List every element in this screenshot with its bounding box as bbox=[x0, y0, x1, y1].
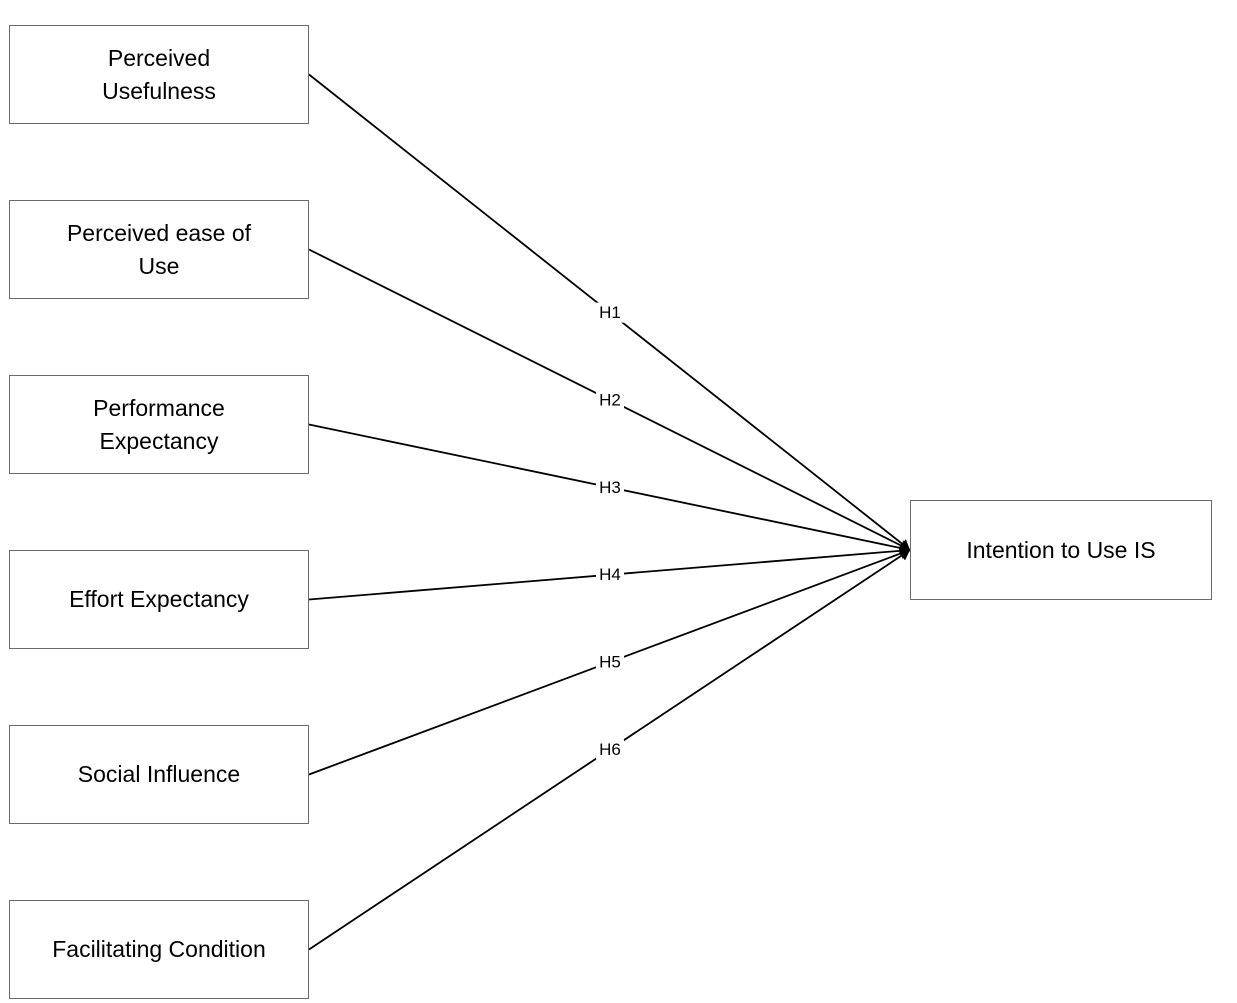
hypothesis-label-h6: H6 bbox=[599, 740, 621, 759]
label-background-h3 bbox=[596, 477, 624, 498]
label-background-h6 bbox=[596, 739, 624, 760]
label-background-h4 bbox=[596, 564, 624, 585]
hypothesis-label-h4: H4 bbox=[599, 565, 621, 584]
hypothesis-label-h3: H3 bbox=[599, 478, 621, 497]
hypothesis-arrows bbox=[308, 73, 911, 951]
construct-label: Perceived Usefulness bbox=[102, 44, 216, 104]
label-background-h2 bbox=[596, 390, 624, 410]
hypothesis-label-h1: H1 bbox=[599, 303, 621, 322]
construct-label: Performance Expectancy bbox=[93, 394, 225, 454]
construct-label: Facilitating Condition bbox=[52, 936, 266, 962]
construct-perceived-usefulness: Perceived Usefulness bbox=[9, 25, 309, 124]
construct-label: Social Influence bbox=[77, 761, 241, 787]
construct-perceived-ease-of-use: Perceived ease of Use bbox=[9, 200, 309, 299]
hypothesis-label-h2: H2 bbox=[599, 391, 621, 410]
construct-intention-to-use-is: Intention to Use IS bbox=[910, 500, 1212, 600]
construct-facilitating-condition: Facilitating Condition bbox=[9, 900, 309, 999]
construct-label: Effort Expectancy bbox=[69, 586, 249, 612]
construct-label: Perceived ease of Use bbox=[66, 219, 252, 279]
construct-social-influence: Social Influence bbox=[9, 725, 309, 824]
construct-label: Intention to Use IS bbox=[966, 536, 1156, 563]
hypothesis-label-h5: H5 bbox=[599, 653, 621, 672]
construct-performance-expectancy: Performance Expectancy bbox=[9, 375, 309, 474]
construct-effort-expectancy: Effort Expectancy bbox=[9, 550, 309, 649]
label-background-h5 bbox=[596, 652, 624, 673]
label-background-h1 bbox=[596, 302, 624, 323]
